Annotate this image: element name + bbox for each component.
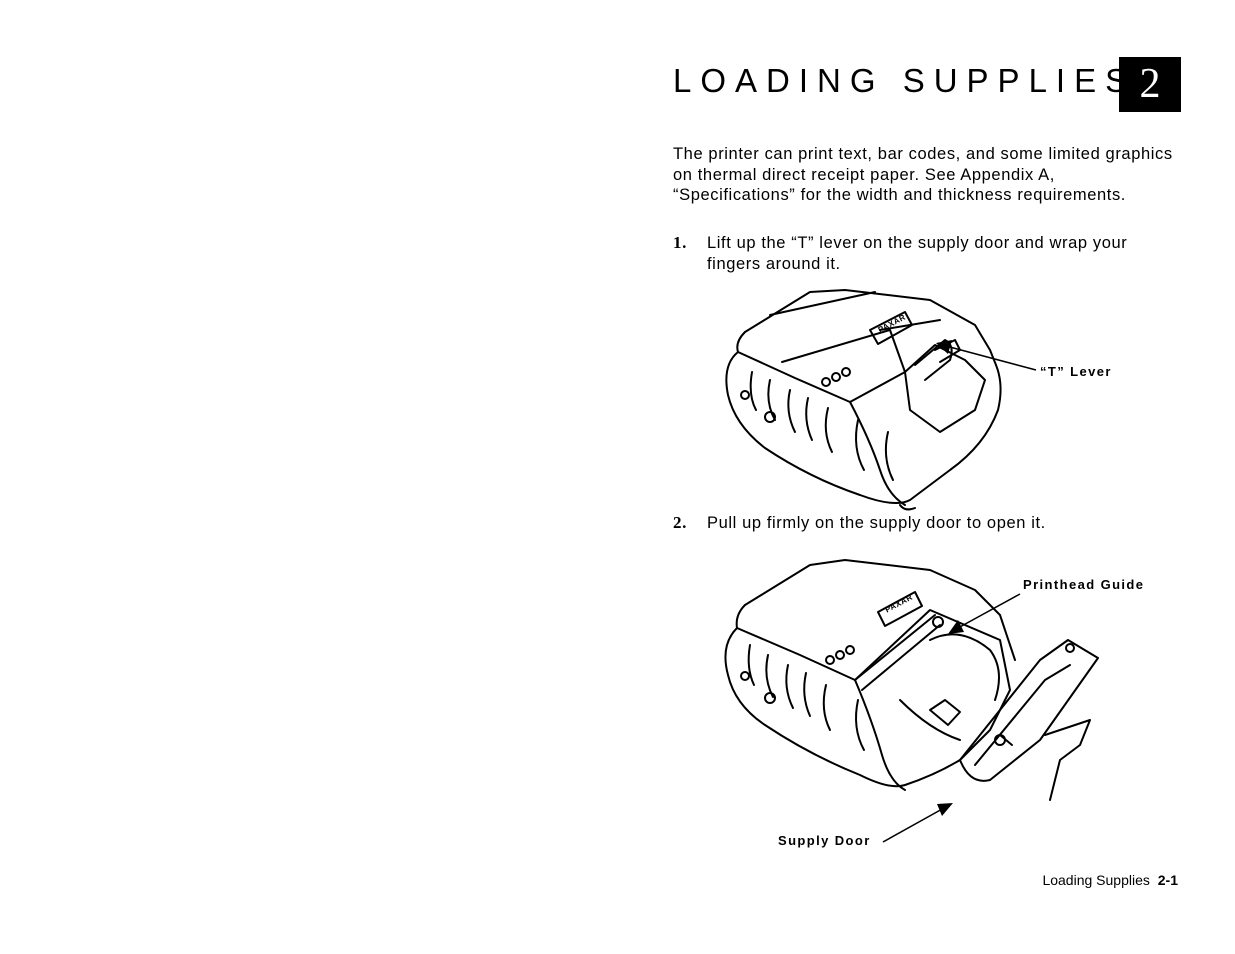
intro-paragraph: The printer can print text, bar codes, a…	[673, 145, 1173, 204]
page-footer: Loading Supplies 2-1	[1042, 872, 1178, 888]
footer-page-number: 2-1	[1157, 872, 1178, 888]
step-number: 2.	[673, 513, 687, 532]
t-lever-callout: “T” Lever	[1040, 364, 1112, 379]
step-text: Pull up firmly on the supply door to ope…	[707, 514, 1046, 532]
step-text: Lift up the “T” lever on the supply door…	[707, 234, 1128, 273]
footer-section: Loading Supplies	[1042, 872, 1150, 888]
step-number: 1.	[673, 233, 687, 252]
supply-door-callout: Supply Door	[778, 833, 871, 848]
printhead-guide-callout: Printhead Guide	[1023, 577, 1145, 592]
chapter-number-badge: 2	[1119, 57, 1181, 112]
page-title: LOADING SUPPLIES	[673, 62, 1137, 99]
